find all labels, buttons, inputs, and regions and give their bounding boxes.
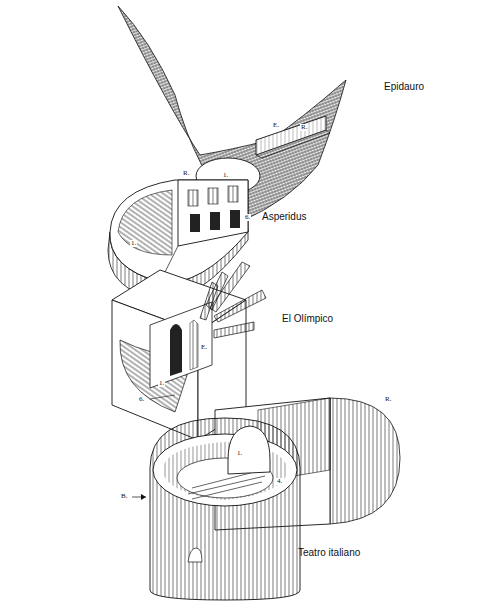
callout-number: 4. (276, 478, 283, 485)
callout-letter: E. (200, 344, 208, 351)
callout-number: 1. (222, 172, 229, 179)
callout-number: 1. (130, 240, 137, 247)
figure-caption: Asperidus (262, 212, 306, 222)
callout-number: 1. (158, 380, 165, 387)
callout-number: 6. (138, 396, 145, 403)
callout-number: 6. (244, 214, 251, 221)
figure-caption: Teatro italiano (298, 548, 360, 558)
teatro-italiano-drawing (132, 398, 400, 600)
callout-letter: R. (300, 124, 308, 131)
callout-number: 1. (236, 450, 243, 457)
figure-caption: El Olímpico (282, 314, 333, 324)
figure-caption: Epidauro (384, 82, 424, 92)
callout-letter: R. (384, 396, 392, 403)
callout-letter: R. (182, 170, 190, 177)
callout-letter: B. (120, 493, 128, 500)
callout-letter: E. (272, 122, 280, 129)
